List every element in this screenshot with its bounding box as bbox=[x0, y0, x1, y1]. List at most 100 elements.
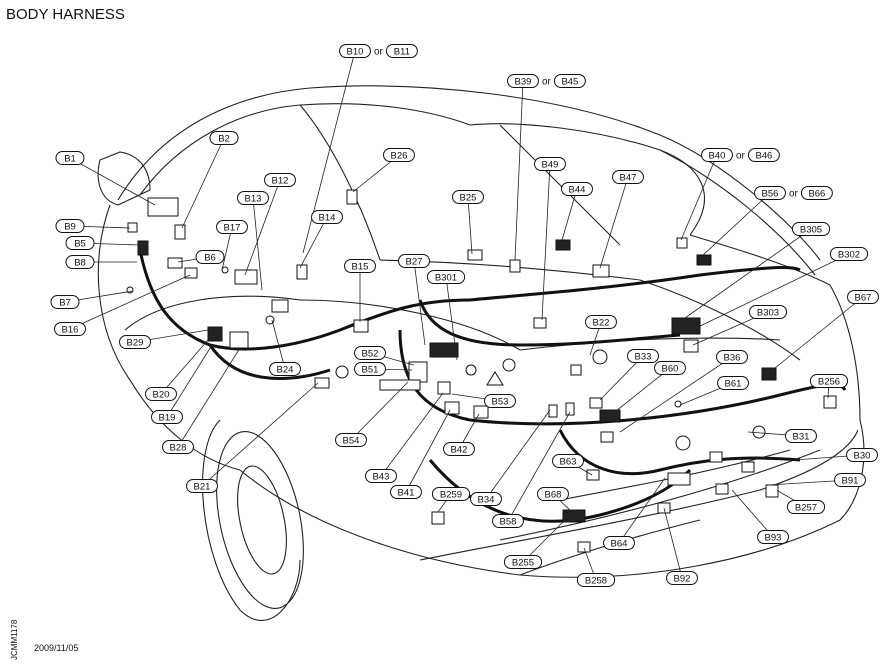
label-text: B258 bbox=[585, 575, 607, 586]
leader-line bbox=[69, 157, 156, 206]
connector-label-b58: B58 bbox=[492, 514, 524, 528]
label-pill bbox=[54, 322, 86, 336]
connector-label-b7: B7 bbox=[50, 295, 80, 309]
connector-label-b41: B41 bbox=[390, 485, 422, 499]
leader-line bbox=[507, 411, 571, 522]
or-separator: or bbox=[789, 189, 799, 200]
label-text: B58 bbox=[500, 516, 517, 527]
label-text: B302 bbox=[838, 249, 860, 260]
connector-label-b60: B60 bbox=[654, 361, 686, 375]
or-separator: or bbox=[374, 47, 384, 58]
diagram-title: BODY HARNESS bbox=[6, 6, 125, 23]
label-pill bbox=[603, 536, 635, 550]
connector-label-b51: B51 bbox=[354, 362, 386, 376]
label-text: B28 bbox=[170, 442, 187, 453]
label-pill bbox=[186, 479, 218, 493]
connector-label-b66: B66 bbox=[800, 186, 833, 200]
leader-line bbox=[221, 226, 233, 271]
label-pill bbox=[470, 492, 502, 506]
label-text: B92 bbox=[674, 573, 691, 584]
label-text: B26 bbox=[391, 150, 408, 161]
label-text: B49 bbox=[542, 159, 559, 170]
label-pill bbox=[748, 305, 788, 319]
label-text: B51 bbox=[362, 364, 379, 375]
connector-label-b56: B56 bbox=[754, 186, 786, 200]
connector-label-b34: B34 bbox=[470, 492, 502, 506]
connector-label-b93: B93 bbox=[757, 530, 789, 544]
connector-label-b43: B43 bbox=[365, 469, 397, 483]
connector-label-b45: B45 bbox=[553, 74, 586, 88]
label-pill bbox=[834, 473, 866, 487]
label-text: B25 bbox=[460, 192, 477, 203]
label-pill bbox=[716, 350, 748, 364]
leader-line bbox=[201, 382, 319, 487]
connector-label-b27: B27 bbox=[398, 254, 430, 268]
leader-line bbox=[618, 477, 666, 544]
label-text: B54 bbox=[343, 435, 360, 446]
label-pill bbox=[145, 387, 177, 401]
connector-label-b15: B15 bbox=[344, 259, 376, 273]
label-text: B13 bbox=[245, 193, 262, 204]
label-text: B40 bbox=[709, 150, 726, 161]
label-pill bbox=[552, 454, 584, 468]
connector-label-b10: B10 bbox=[339, 44, 371, 58]
connector-label-b91: B91 bbox=[834, 473, 866, 487]
label-text: B44 bbox=[569, 184, 586, 195]
label-pill bbox=[311, 210, 343, 224]
label-text: B67 bbox=[855, 292, 872, 303]
label-pill bbox=[264, 173, 296, 187]
label-pill bbox=[791, 222, 831, 236]
label-text: B27 bbox=[406, 256, 423, 267]
connector-label-b44: B44 bbox=[561, 182, 593, 196]
label-pill bbox=[492, 514, 524, 528]
label-text: B7 bbox=[59, 297, 71, 308]
connector-label-b31: B31 bbox=[785, 429, 817, 443]
connector-label-b9: B9 bbox=[55, 219, 85, 233]
label-pill bbox=[354, 346, 386, 360]
label-pill bbox=[585, 315, 617, 329]
label-text: B30 bbox=[854, 450, 871, 461]
leader-line bbox=[380, 392, 444, 477]
label-pill bbox=[484, 394, 516, 408]
leader-line bbox=[405, 409, 451, 493]
connector-label-b6: B6 bbox=[195, 250, 225, 264]
label-pill bbox=[344, 259, 376, 273]
label-text: B15 bbox=[352, 261, 369, 272]
label-pill bbox=[537, 487, 569, 501]
label-pill bbox=[269, 362, 301, 376]
connector-label-b255: B255 bbox=[503, 555, 543, 569]
label-pill bbox=[119, 335, 151, 349]
label-text: B64 bbox=[611, 538, 628, 549]
connector-label-b1: B1 bbox=[55, 151, 85, 165]
connector-label-b28: B28 bbox=[162, 440, 194, 454]
leader-line bbox=[619, 356, 733, 433]
car-outline bbox=[97, 85, 865, 622]
label-pill bbox=[846, 448, 878, 462]
diagram-date: 2009/11/05 bbox=[34, 643, 79, 653]
label-pill bbox=[627, 349, 659, 363]
connector-label-b68: B68 bbox=[537, 487, 569, 501]
leader-line bbox=[599, 355, 644, 401]
connector-label-b53: B53 bbox=[484, 394, 516, 408]
connector-label-b67: B67 bbox=[847, 290, 879, 304]
connector-label-b49: B49 bbox=[534, 157, 566, 171]
connector-label-b36: B36 bbox=[716, 350, 748, 364]
leader-line bbox=[244, 179, 281, 276]
label-text: B11 bbox=[394, 46, 410, 57]
label-pill bbox=[162, 440, 194, 454]
label-text: B21 bbox=[194, 481, 211, 492]
label-text: B53 bbox=[492, 396, 509, 407]
label-text: B14 bbox=[319, 212, 336, 223]
label-text: B31 bbox=[793, 431, 810, 442]
connector-label-b257: B257 bbox=[786, 500, 826, 514]
label-text: B257 bbox=[795, 502, 817, 513]
label-pill bbox=[65, 255, 95, 269]
leader-line bbox=[69, 274, 191, 330]
label-pill bbox=[151, 410, 183, 424]
label-text: B39 bbox=[515, 76, 532, 87]
connector-label-b2: B2 bbox=[209, 131, 239, 145]
connector-label-b54: B54 bbox=[335, 433, 367, 447]
label-text: B34 bbox=[478, 494, 495, 505]
label-pill bbox=[398, 254, 430, 268]
